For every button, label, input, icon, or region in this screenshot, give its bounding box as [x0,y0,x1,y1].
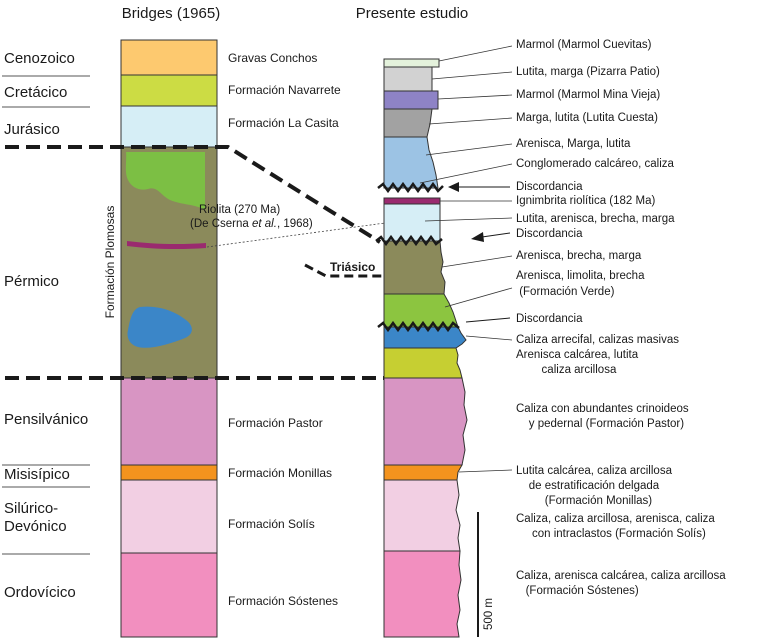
formation-label: Formación Sóstenes [228,594,338,608]
unit-arenisca-calcarea [383,347,463,379]
right-column-header: Presente estudio [356,5,469,22]
unit-lutita-cuesta [383,108,433,138]
unit-monillas [120,464,218,481]
lithology-label: Discordancia [516,181,583,193]
unit-sostenes-right [383,550,462,638]
plomosas-vertical-label: Formación Plomosas [103,206,117,319]
unit-la-casita [120,105,218,148]
unit-lutita-brecha [383,203,441,242]
formation-label: Formación La Casita [228,116,339,130]
unit-marmol-mina-vieja [383,90,439,110]
formation-label: Formación Solís [228,517,315,531]
scale-bar-label: 500 m [483,598,495,630]
left-column: Formación Plomosas [103,39,218,638]
triasico-label: Triásico [330,260,375,274]
unit-formacion-verde [383,293,459,328]
discordancia-arrows [448,182,511,323]
right-lithology-labels: Marmol (Marmol Cuevitas) Lutita, marga (… [516,39,726,597]
era-label: Ordovícico [4,584,76,601]
lithology-label: Discordancia [516,313,583,325]
unconformity-3 [377,320,460,333]
lithology-label: Lutita, marga (Pizarra Patio) [516,66,660,78]
triasico-marker [304,263,384,278]
lithology-label: Marmol (Marmol Cuevitas) [516,39,652,51]
unit-monillas-right [383,464,463,481]
era-label: Silúrico-Devónico [4,500,67,535]
formation-label: Formación Navarrete [228,83,341,97]
era-label: Misisípico [4,466,70,483]
right-column [375,58,468,638]
permian-top-correlation [5,145,382,244]
unit-navarrete [120,74,218,107]
lithology-label: Arenisca, brecha, marga [516,250,642,262]
unit-pizarra-patio [383,66,433,92]
lithology-label: Marga, lutita (Lutita Cuesta) [516,112,658,124]
unit-solis-right [383,479,461,552]
era-label: Pensilvánico [4,411,88,428]
lithology-label: Arenisca, Marga, lutita [516,138,631,150]
lithology-label: Caliza, arenisca calcárea, caliza arcill… [516,570,726,597]
unit-pastor [120,377,218,466]
formation-label: Formación Pastor [228,416,323,430]
lithology-label: Ignimbrita riolítica (182 Ma) [516,195,655,207]
riolita-label: Riolita (270 Ma) [199,204,280,216]
era-label: Jurásico [4,121,60,138]
lithology-label: Caliza arrecifal, calizas masivas [516,334,679,346]
unconformity-2 [375,234,443,247]
formation-label: Formación Monillas [228,466,332,480]
era-label: Cretácico [4,84,67,101]
lithology-label: Caliza, caliza arcillosa, arenisca, cali… [516,513,715,540]
formation-label: Gravas Conchos [228,51,317,65]
plomosas-blue-lens [127,306,192,348]
lithology-label: Caliza con abundantes crinoideos y peder… [516,403,689,430]
era-label: Pérmico [4,273,59,290]
riolita-band [127,241,206,250]
unit-solis [120,479,218,554]
unconformity-1 [377,181,444,194]
lithology-label: Lutita calcárea, caliza arcillosa de est… [516,465,673,507]
era-labels: Cenozoico Cretácico Jurásico Pérmico Pen… [2,50,90,601]
lithology-label: Arenisca calcárea, lutita caliza arcillo… [516,349,639,376]
lithology-label: Conglomerado calcáreo, caliza [516,158,674,170]
lithology-label: Discordancia [516,228,583,240]
lithology-label: Arenisca, limolita, brecha (Formación Ve… [516,270,645,298]
unit-sostenes [120,552,218,638]
riolita-correlation-line [206,222,386,248]
lithology-label: Marmol (Marmol Mina Vieja) [516,89,660,101]
plomosas-green-lens [125,152,205,210]
left-column-header: Bridges (1965) [122,5,220,22]
unit-marmol-cuevitas [383,58,440,68]
riolita-citation: (De Cserna et al., 1968) [190,218,313,230]
unit-ignimbrita [383,197,441,205]
leader-lines [419,45,513,473]
unit-arenisca-marga [383,136,439,189]
unit-arenisca-brecha [383,240,446,295]
unit-pastor-right [383,377,468,466]
era-label: Cenozoico [4,50,75,67]
unit-caliza-arrecifal [383,326,467,349]
lithology-label: Lutita, arenisca, brecha, marga [516,213,675,225]
left-formation-labels: Gravas Conchos Formación Navarrete Forma… [228,51,341,608]
unit-gravas-conchos [120,39,218,76]
